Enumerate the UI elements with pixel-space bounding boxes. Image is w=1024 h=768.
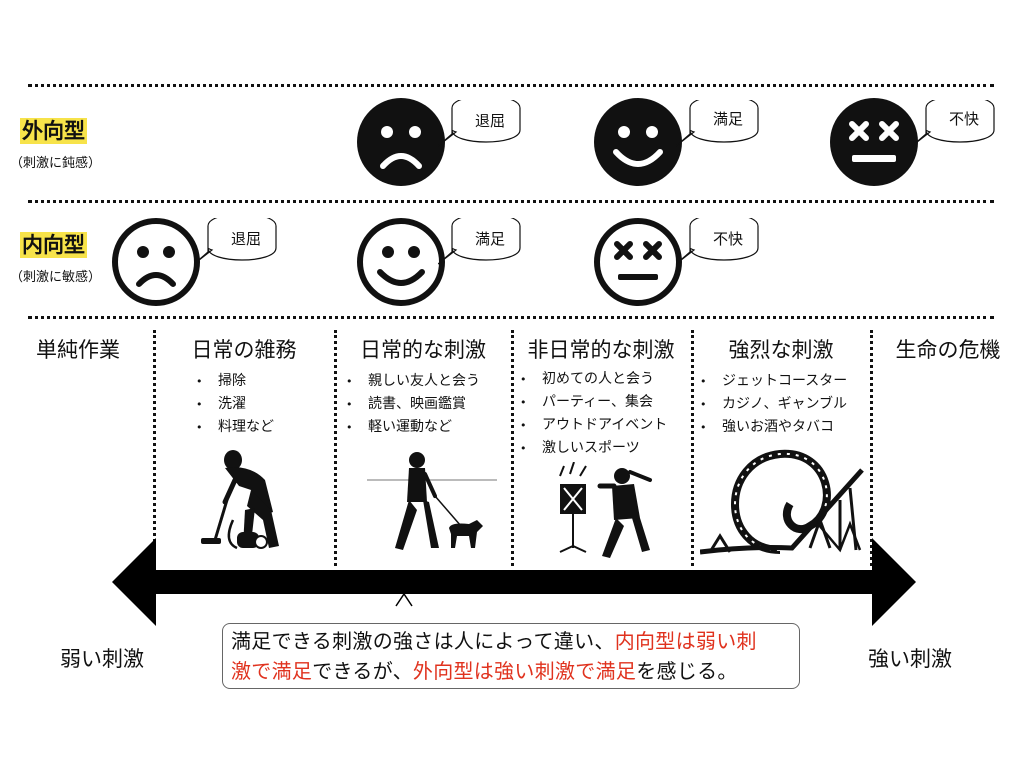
- extrovert-smile-face-icon: [594, 98, 682, 186]
- extrovert-sub: （刺激に鈍感）: [10, 156, 102, 171]
- list-item: 親しい友人と会う: [346, 370, 480, 393]
- extrovert-cross-face-icon: [830, 98, 918, 186]
- extrovert-label: 外向型: [20, 118, 87, 144]
- extrovert-sad-face-icon: [357, 98, 445, 186]
- stimulus-axis-arrow: [112, 538, 916, 626]
- column-divider-3: [511, 330, 514, 566]
- callout-text: を感じる。: [636, 659, 738, 683]
- strong-stimulus-label: 強い刺激: [868, 647, 952, 671]
- introvert-bubble-1-text: 退屈: [230, 230, 261, 248]
- callout-highlight: 内向型は弱い刺: [614, 629, 757, 653]
- singer-with-speaker-icon: [559, 462, 652, 558]
- separator-bottom: [28, 316, 994, 319]
- dog-walking-person-icon: [367, 452, 497, 550]
- introvert-smile-face-icon: [357, 218, 445, 306]
- weak-stimulus-label: 弱い刺激: [60, 647, 144, 671]
- list-item: 強いお酒やタバコ: [700, 416, 847, 439]
- category-title-intense-stimulus: 強烈な刺激: [728, 338, 834, 362]
- introvert-sad-face-icon: [112, 218, 200, 306]
- roller-coaster-icon: [700, 449, 864, 555]
- extrovert-bubble-3-text: 不快: [948, 110, 979, 128]
- category-title-unusual-stimulus: 非日常的な刺激: [527, 338, 675, 362]
- category-title-daily-stimulus: 日常的な刺激: [360, 338, 486, 362]
- list-intense-stimulus: ジェットコースター カジノ、ギャンブル 強いお酒やタバコ: [700, 370, 847, 439]
- list-daily-stimulus: 親しい友人と会う 読書、映画鑑賞 軽い運動など: [346, 370, 480, 439]
- list-item: 初めての人と会う: [520, 368, 667, 391]
- category-title-daily-chores: 日常の雑務: [191, 338, 297, 362]
- vacuuming-person-icon: [201, 450, 279, 550]
- list-item: 洗濯: [196, 393, 274, 416]
- list-item: 読書、映画鑑賞: [346, 393, 480, 416]
- introvert-bubble-2-text: 満足: [474, 230, 505, 248]
- summary-callout: 満足できる刺激の強さは人によって違い、内向型は弱い刺 激で満足できるが、外向型は…: [222, 623, 800, 689]
- callout-text: できるが、: [312, 659, 413, 683]
- column-divider-1: [153, 330, 156, 566]
- extrovert-bubble-1-text: 退屈: [474, 112, 505, 130]
- list-item: アウトドアイベント: [520, 414, 667, 437]
- callout-highlight: 激で満足: [231, 659, 313, 683]
- introvert-cross-face-icon: [594, 218, 682, 306]
- list-item: 激しいスポーツ: [520, 437, 667, 460]
- column-divider-5: [870, 330, 873, 566]
- column-divider-2: [334, 330, 337, 566]
- list-item: カジノ、ギャンブル: [700, 393, 847, 416]
- list-item: 軽い運動など: [346, 416, 480, 439]
- separator-middle: [28, 200, 994, 203]
- category-title-simple-work: 単純作業: [36, 338, 120, 362]
- introvert-sub: （刺激に敏感）: [10, 270, 102, 285]
- list-item: 掃除: [196, 370, 274, 393]
- extrovert-bubble-2-text: 満足: [712, 110, 743, 128]
- separator-top: [28, 84, 994, 87]
- list-unusual-stimulus: 初めての人と会う パーティー、集会 アウトドアイベント 激しいスポーツ: [520, 368, 667, 460]
- callout-highlight: 外向型は強い刺激で満足: [412, 659, 637, 683]
- list-item: ジェットコースター: [700, 370, 847, 393]
- list-daily-chores: 掃除 洗濯 料理など: [196, 370, 274, 439]
- callout-text: 満足できる刺激の強さは人によって違い、: [231, 629, 615, 653]
- introvert-bubble-3-text: 不快: [712, 230, 743, 248]
- category-title-life-danger: 生命の危機: [895, 338, 1001, 362]
- column-divider-4: [691, 330, 694, 566]
- list-item: パーティー、集会: [520, 391, 667, 414]
- introvert-label: 内向型: [20, 232, 87, 258]
- list-item: 料理など: [196, 416, 274, 439]
